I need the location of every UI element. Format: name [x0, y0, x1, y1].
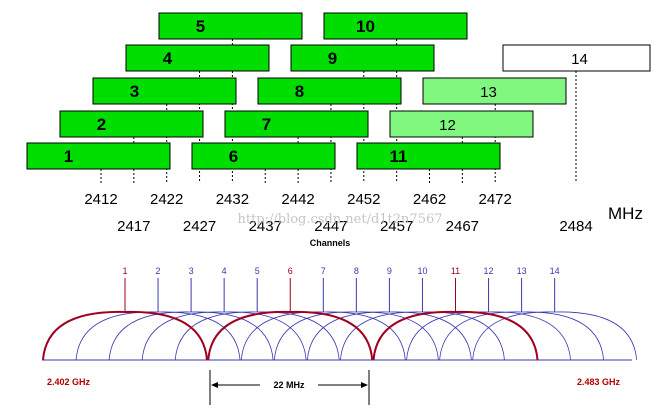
channel-number: 5	[255, 266, 260, 276]
channel-arc-11	[372, 310, 539, 361]
channel-box-10	[323, 12, 468, 40]
channel-box-11	[356, 142, 501, 170]
channel-number: 8	[354, 266, 359, 276]
frequency-label: 2442	[281, 191, 314, 208]
channel-box-5	[158, 12, 303, 40]
channel-number: 4	[222, 266, 227, 276]
channel-arc-13	[439, 311, 604, 361]
channel-number: 9	[387, 266, 392, 276]
channel-overlap-chart: 1234567891011121314241224172422242724322…	[26, 12, 651, 248]
watermark: http://blog.csdn.net/d1t2n7567	[237, 212, 442, 227]
arrowhead-right	[361, 382, 368, 388]
channel-box-9	[290, 44, 435, 72]
frequency-label: 2447	[314, 218, 347, 235]
channel-arc-3	[108, 311, 274, 361]
frequency-label: 2457	[380, 218, 413, 235]
channel-box-4	[125, 44, 270, 72]
frequency-label: 2437	[249, 218, 282, 235]
channel-arc-4	[141, 311, 307, 361]
frequency-label: 2452	[347, 191, 380, 208]
frequency-label: 2427	[183, 218, 216, 235]
channel-arc-8	[273, 311, 439, 361]
frequency-label: 2422	[150, 191, 183, 208]
channel-box-label: 2	[97, 115, 106, 134]
channel-number: 7	[321, 266, 326, 276]
frequency-label: 2467	[446, 218, 479, 235]
channel-box-3	[92, 77, 237, 105]
channel-arc-14	[472, 311, 638, 361]
channel-box-14	[502, 44, 651, 72]
left-edge-label: 2.402 GHz	[47, 377, 91, 387]
channel-arc-12	[406, 311, 571, 361]
channel-number: 10	[417, 266, 427, 276]
channel-number: 12	[484, 266, 494, 276]
channel-number: 11	[451, 266, 460, 276]
channel-box-label: 12	[439, 117, 456, 134]
channel-box-label: 1	[64, 147, 73, 166]
channel-number: 3	[189, 266, 194, 276]
arrowhead-left	[211, 382, 218, 388]
frequency-label: 2472	[479, 191, 512, 208]
right-edge-label: 2.483 GHz	[577, 377, 621, 387]
channel-box-label: 5	[196, 17, 205, 36]
channel-box-label: 10	[356, 17, 375, 36]
bandwidth-label: 22 MHz	[273, 380, 305, 390]
channel-box-label: 7	[262, 115, 271, 134]
frequency-label: 2417	[117, 218, 150, 235]
channel-arc-9	[307, 311, 472, 361]
frequency-label: 2432	[216, 191, 249, 208]
channel-box-label: 4	[163, 49, 173, 68]
channel-box-label: 11	[390, 147, 408, 166]
channel-arc-1	[42, 310, 208, 361]
frequency-label: 2484	[559, 218, 592, 235]
channel-number: 1	[122, 266, 127, 276]
channel-box-13	[422, 77, 567, 105]
unit-label: MHz	[608, 204, 643, 223]
channel-box-label: 9	[328, 49, 337, 68]
frequency-label: 2462	[413, 191, 446, 208]
channel-box-12	[389, 110, 534, 138]
channel-box-1	[26, 142, 171, 170]
channel-box-6	[191, 142, 336, 170]
channel-box-2	[59, 110, 204, 138]
channel-box-label: 14	[571, 51, 588, 68]
channel-arc-6	[207, 310, 374, 361]
channel-number: 14	[550, 266, 560, 276]
axis-title: Channels	[310, 238, 351, 248]
frequency-label: 2412	[84, 191, 117, 208]
channel-box-label: 6	[229, 147, 238, 166]
channel-box-label: 3	[130, 82, 139, 101]
channel-number: 6	[288, 266, 293, 276]
channel-box-label: 13	[480, 84, 497, 101]
channel-box-label: 8	[295, 82, 304, 101]
channel-number: 13	[517, 266, 527, 276]
channel-box-8	[257, 77, 402, 105]
channel-number: 2	[156, 266, 161, 276]
channel-box-7	[224, 110, 369, 138]
